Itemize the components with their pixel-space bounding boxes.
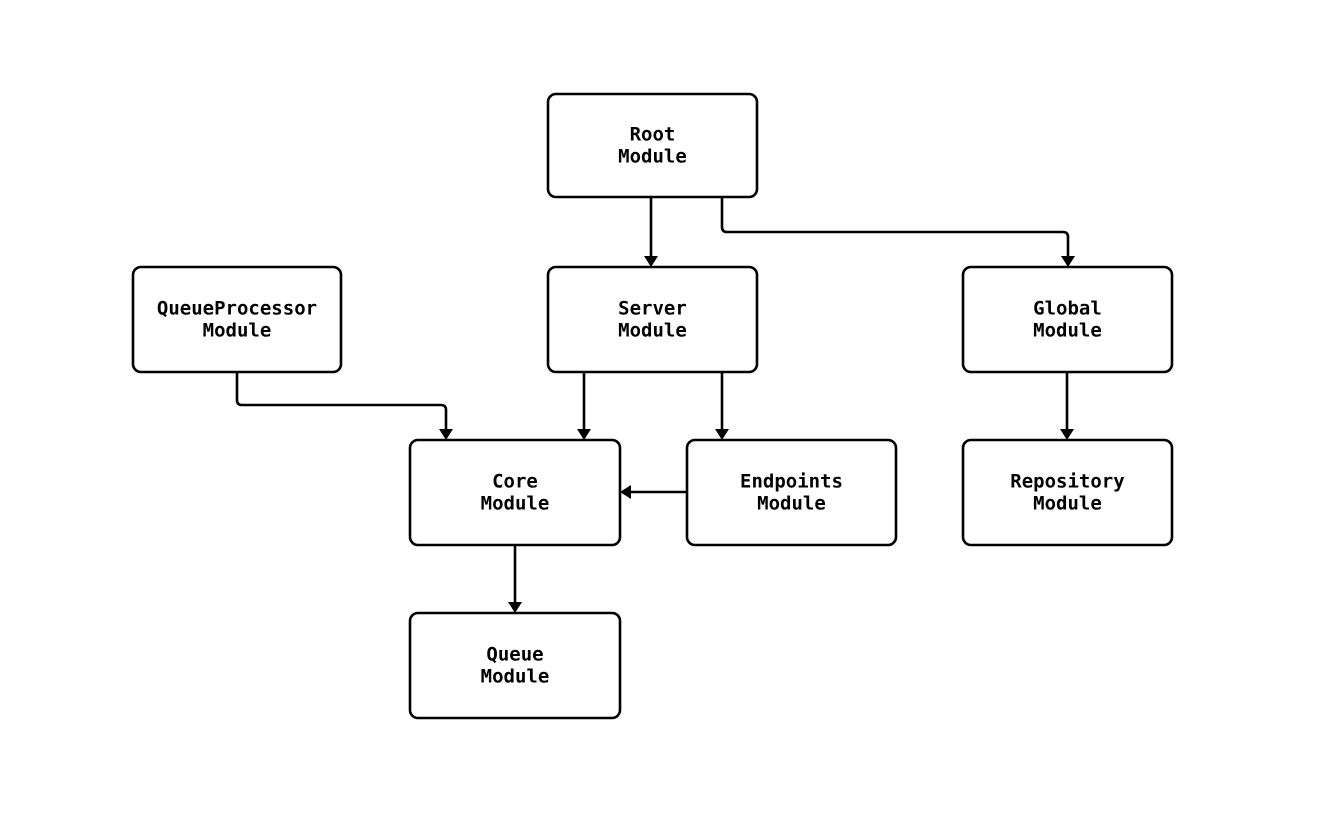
node-box: [408, 611, 622, 720]
node-label-line: Root: [630, 124, 676, 146]
node-label-line: Module: [618, 146, 687, 168]
edge-server-module-to-endpoints-module: [715, 372, 729, 440]
node-label-line: Global: [1033, 298, 1102, 320]
node-label-line: Endpoints: [740, 471, 843, 493]
node-box: [546, 92, 759, 199]
arrowhead-icon: [439, 429, 453, 440]
node-label-line: Core: [492, 471, 538, 493]
arrowhead-icon: [644, 256, 658, 267]
node-box: [961, 438, 1174, 547]
node-box: [546, 265, 759, 374]
node-box: [685, 438, 898, 547]
edge-queueprocessor-module-to-core-module: [235, 372, 453, 440]
edge-root-module-to-global-module: [720, 197, 1075, 267]
edge-global-module-to-repository-module: [1060, 372, 1074, 440]
node-box: [131, 265, 343, 374]
edge-line: [235, 372, 448, 430]
edge-root-module-to-server-module: [644, 197, 658, 267]
arrowhead-icon: [620, 485, 631, 499]
node-box: [961, 265, 1174, 374]
node-label-line: Module: [757, 493, 826, 515]
edge-core-module-to-queue-module: [508, 545, 522, 613]
arrowhead-icon: [508, 602, 522, 613]
edge-server-module-to-core-module: [577, 372, 591, 440]
node-label-line: Module: [1033, 493, 1102, 515]
arrowhead-icon: [577, 429, 591, 440]
node-label-line: Module: [1033, 320, 1102, 342]
node-box: [408, 438, 622, 547]
node-label-line: Server: [618, 298, 687, 320]
arrowhead-icon: [1060, 429, 1074, 440]
node-label-line: Queue: [486, 644, 543, 666]
node-label-line: Module: [203, 320, 272, 342]
node-label-line: Module: [618, 320, 687, 342]
arrowhead-icon: [1061, 256, 1075, 267]
arrowhead-icon: [715, 429, 729, 440]
node-label-line: QueueProcessor: [157, 298, 317, 320]
edge-line: [720, 197, 1070, 257]
node-label-line: Module: [481, 666, 550, 688]
node-label-line: Repository: [1010, 471, 1124, 493]
node-label-line: Module: [481, 493, 550, 515]
edge-endpoints-module-to-core-module: [620, 485, 687, 499]
